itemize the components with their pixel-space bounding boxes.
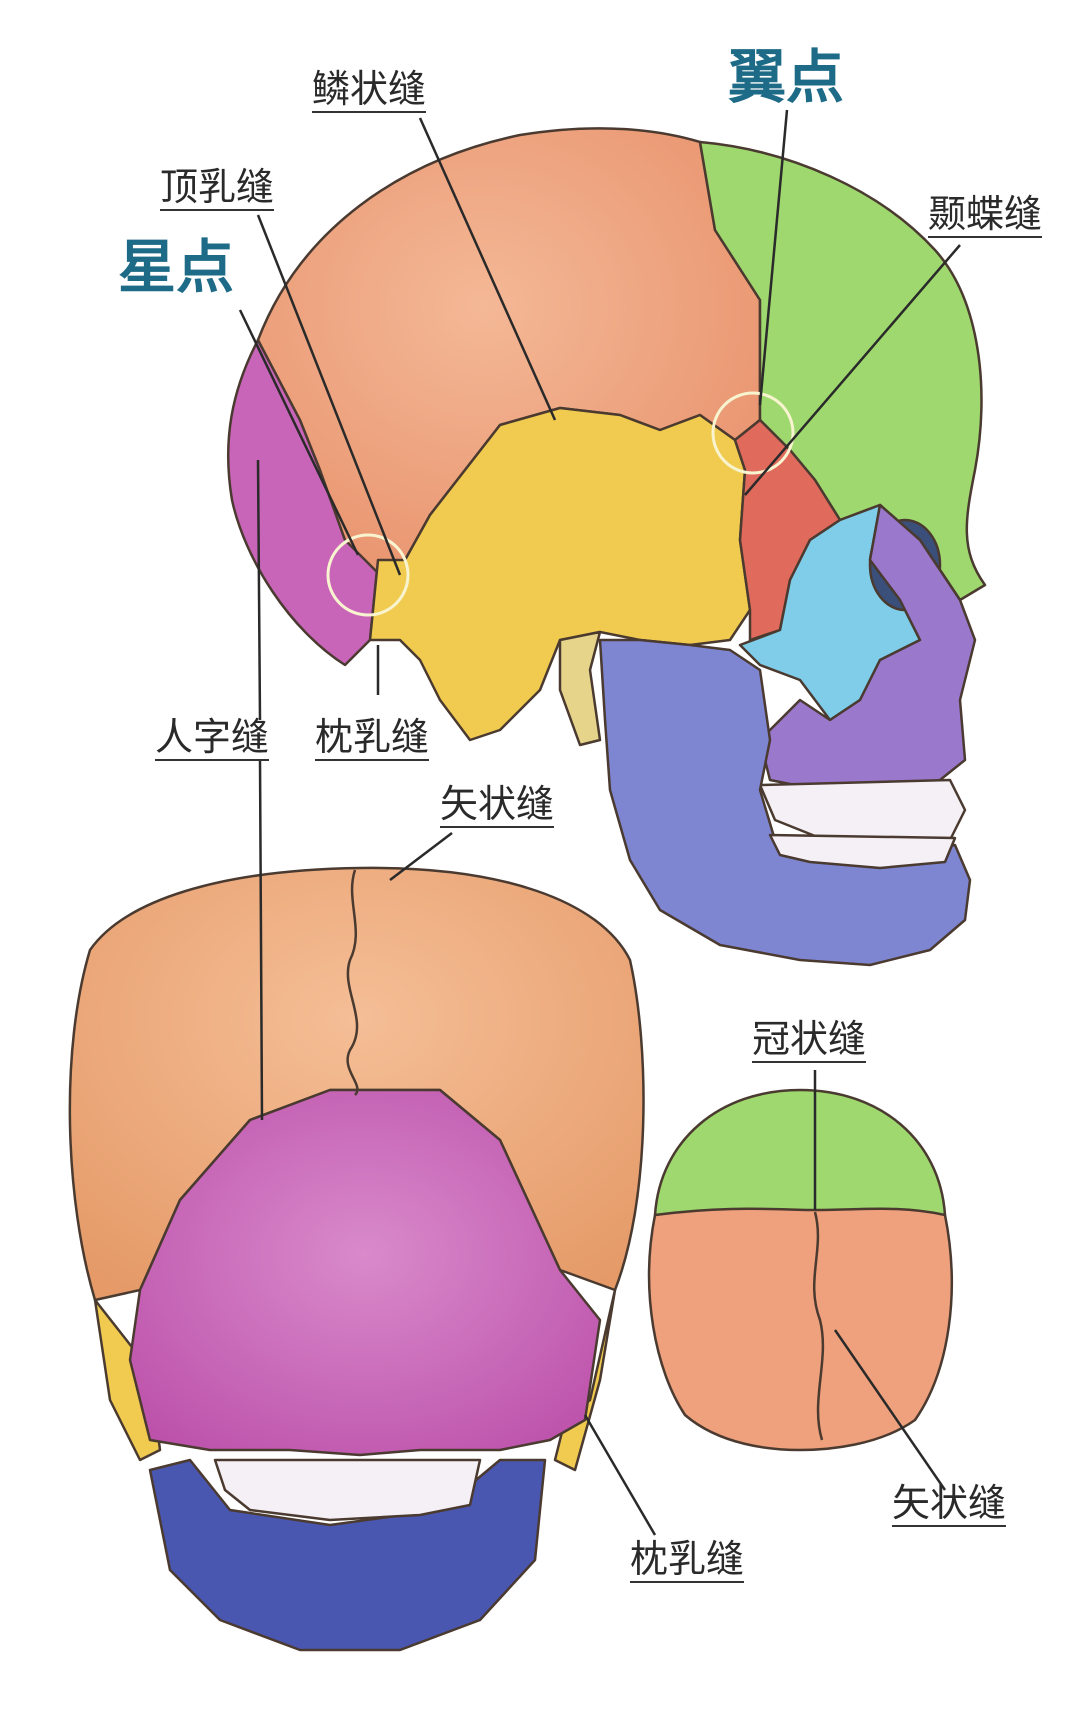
superior-sagittal-suture-line bbox=[812, 1211, 825, 1441]
leader-sagittal-bottom bbox=[833, 1329, 947, 1491]
leader-pterion bbox=[758, 109, 789, 406]
superior-frontal-bone bbox=[653, 1088, 947, 1217]
label-sagittal-suture-top: 矢状缝 bbox=[440, 782, 555, 828]
leader-occipitomastoid-bottom bbox=[583, 1414, 657, 1536]
lower-teeth bbox=[768, 833, 957, 870]
posterior-skull bbox=[68, 866, 645, 1652]
lateral-mandible-bone bbox=[598, 638, 972, 967]
posterior-sagittal-suture-line bbox=[346, 869, 359, 1096]
leader-squamous bbox=[418, 117, 557, 421]
leader-lambdoid bbox=[256, 459, 262, 721]
label-coronal-suture: 冠状缝 bbox=[752, 1017, 867, 1063]
superior-parietal-bone bbox=[647, 1201, 953, 1452]
label-lambdoid-suture: 人字缝 bbox=[155, 715, 270, 761]
leader-asterion bbox=[238, 309, 360, 556]
label-parietomastoid-suture: 顶乳缝 bbox=[160, 165, 275, 211]
posterior-occipital-bone bbox=[128, 1088, 602, 1457]
leader-lines bbox=[238, 109, 961, 1536]
asterion-circle bbox=[326, 533, 410, 617]
lateral-temporal-bone bbox=[368, 406, 752, 742]
pterion-circle bbox=[711, 391, 795, 475]
leader-sphenosquamosal bbox=[744, 244, 961, 496]
lateral-frontal-bone bbox=[698, 140, 987, 602]
label-asterion: 星点 bbox=[118, 233, 235, 301]
leader-sagittal-top bbox=[389, 832, 453, 881]
label-occipitomastoid-suture-top: 枕乳缝 bbox=[315, 715, 430, 761]
lateral-occipital-bone bbox=[226, 338, 380, 667]
leader-parietomastoid bbox=[256, 214, 402, 576]
leader-lambdoid-bottom bbox=[258, 759, 264, 1121]
label-occipitomastoid-suture-bottom: 枕乳缝 bbox=[630, 1537, 745, 1583]
superior-skull bbox=[647, 1088, 953, 1452]
mastoid-process bbox=[558, 630, 602, 747]
lateral-skull bbox=[226, 127, 987, 967]
label-squamous-suture: 鳞状缝 bbox=[312, 67, 427, 113]
posterior-teeth bbox=[213, 1458, 482, 1522]
lateral-maxilla-bone bbox=[758, 503, 977, 792]
label-sagittal-suture-bottom: 矢状缝 bbox=[892, 1481, 1007, 1527]
label-pterion: 翼点 bbox=[728, 43, 845, 111]
label-sphenosquamosal-suture: 颞蝶缝 bbox=[928, 192, 1043, 238]
